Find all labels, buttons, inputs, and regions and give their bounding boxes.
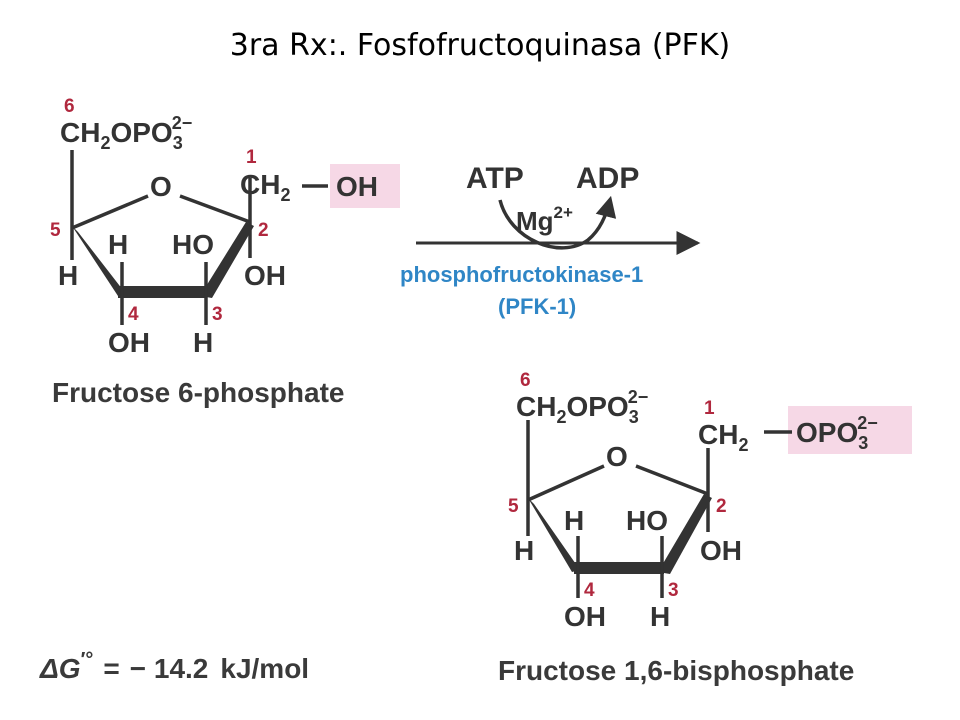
reactant-h-c3-down: H (193, 327, 213, 358)
enzyme-abbrev: (PFK-1) (498, 294, 576, 319)
enzyme-name: phosphofructokinase-1 (400, 262, 643, 287)
product-h-c5: H (514, 535, 534, 566)
carbon-number-3: 3 (668, 580, 679, 601)
reactant-ring-oxygen: O (150, 171, 172, 202)
reactant-c1-group: CH2 (240, 169, 290, 205)
reactant-oh-c2: OH (244, 260, 286, 291)
carbon-number-2: 2 (716, 496, 727, 517)
reactant-ho-c3: HO (172, 229, 214, 260)
reactant-molecule: 6 CH2OPO32− O 1 CH2 OH 5 2 H HO H OH 4 3… (50, 96, 400, 408)
carbon-number-1: 1 (246, 147, 257, 168)
mg-cofactor: Mg2+ (516, 203, 573, 236)
bond-o-c2 (635, 464, 709, 496)
wedge-c5-c4 (72, 226, 126, 296)
carbon-number-6: 6 (520, 370, 531, 391)
carbon-number-4: 4 (584, 580, 595, 601)
reaction-arrow-group: ATP ADP Mg2+ phosphofructokinase-1 (PFK-… (400, 162, 701, 319)
reactant-c6-group: CH2OPO32− (60, 113, 192, 153)
product-c1-phosphate: OPO32− (796, 413, 878, 453)
carbon-number-4: 4 (128, 304, 139, 325)
product-h-c3-down: H (650, 601, 670, 632)
bond-c5-o (527, 464, 605, 502)
wedge-c2-c3 (200, 222, 254, 298)
product-oh-c2: OH (700, 535, 742, 566)
page-title: 3ra Rx:. Fosfofructoquinasa (PFK) (229, 28, 731, 63)
carbon-number-3: 3 (212, 304, 223, 325)
bond-c5-o (71, 194, 149, 230)
product-phosphate-highlight (788, 406, 912, 454)
product-ring-oxygen: O (606, 441, 628, 472)
wedge-c2-c3 (658, 494, 712, 574)
product-c1-group: CH2 (698, 419, 748, 455)
reactant-oh-c4: OH (108, 327, 150, 358)
bond-o-c2 (179, 194, 251, 224)
reactant-h-c4-up: H (108, 229, 128, 260)
bond-c4-c3 (118, 286, 206, 298)
adp-label: ADP (576, 162, 639, 195)
carbon-number-5: 5 (508, 496, 519, 517)
carbon-number-2: 2 (258, 220, 269, 241)
bond-c4-c3 (574, 562, 664, 574)
carbon-number-5: 5 (50, 220, 61, 241)
reactant-h-c5: H (58, 260, 78, 291)
product-c6-group: CH2OPO32− (516, 387, 648, 427)
reactant-name: Fructose 6-phosphate (52, 377, 344, 408)
product-ho-c3: HO (626, 505, 668, 536)
product-oh-c4: OH (564, 601, 606, 632)
product-h-c4-up: H (564, 505, 584, 536)
reactant-oh-highlight (330, 164, 400, 208)
product-molecule: 6 CH2OPO32− O 1 CH2 OPO32− 5 2 H HO H OH… (498, 370, 912, 686)
product-name: Fructose 1,6-bisphosphate (498, 655, 854, 686)
atp-label: ATP (466, 162, 524, 195)
reactant-c1-oh: OH (336, 171, 378, 202)
carbon-number-6: 6 (64, 96, 75, 117)
carbon-number-1: 1 (704, 398, 715, 419)
wedge-c5-c4 (528, 498, 580, 572)
